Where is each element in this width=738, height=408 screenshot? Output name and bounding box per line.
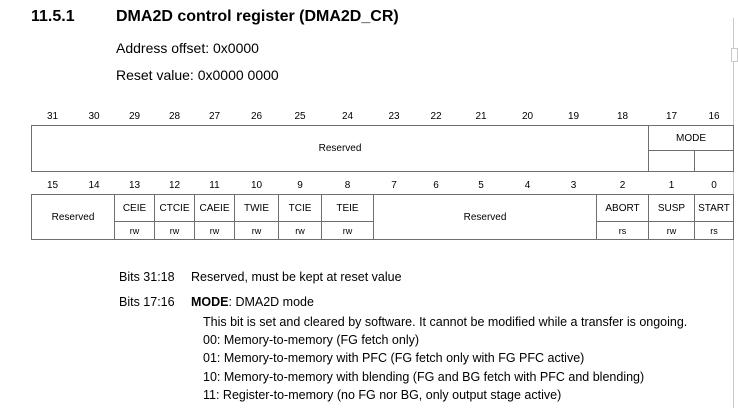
access-susp: rw — [648, 221, 695, 240]
field-tcie: TCIE — [278, 194, 322, 222]
scroll-marker[interactable] — [731, 48, 738, 62]
bit-number: 3 — [570, 180, 577, 191]
bits-17-16-label: Bits 17:16 — [119, 295, 175, 309]
bit-number: 23 — [388, 111, 400, 122]
access-tcie: rw — [278, 221, 322, 240]
register-table-low: 15 14 13 12 11 10 9 8 7 6 5 4 3 2 1 0 Re… — [31, 177, 734, 240]
mode-value-11: 11: Register-to-memory (no FG nor BG, on… — [203, 388, 562, 402]
mode-note: This bit is set and cleared by software.… — [203, 315, 688, 329]
field-mode: MODE — [648, 125, 734, 151]
bit-number: 29 — [128, 111, 141, 122]
field-mode-bit16 — [694, 150, 734, 172]
bit-number: 4 — [524, 180, 531, 191]
mode-value-10: 10: Memory-to-memory with blending (FG a… — [203, 370, 645, 384]
reserved-field-high: Reserved — [31, 125, 649, 172]
bit-number: 8 — [344, 180, 351, 191]
bits-31-18-label: Bits 31:18 — [119, 270, 175, 284]
reserved-field-low-mid: Reserved — [373, 194, 597, 240]
bit-number: 21 — [475, 111, 487, 122]
field-start: START — [694, 194, 734, 222]
bit-number: 25 — [294, 111, 306, 122]
bit-number: 28 — [168, 111, 181, 122]
field-ceie: CEIE — [114, 194, 155, 222]
register-table-high: 31 30 29 28 27 26 25 24 23 22 21 20 19 1… — [31, 108, 734, 172]
reserved-field-low-left: Reserved — [31, 194, 115, 240]
field-desc-mode: : DMA2D mode — [228, 295, 314, 309]
bit-number: 0 — [711, 180, 717, 191]
bits-17-16-heading: MODE: DMA2D mode — [191, 295, 314, 309]
section-title: DMA2D control register (DMA2D_CR) — [116, 8, 399, 25]
bit-number: 16 — [708, 111, 720, 122]
bit-number: 7 — [391, 180, 397, 191]
field-mode-bit17 — [648, 150, 695, 172]
bit-number: 17 — [665, 111, 678, 122]
bit-number: 26 — [250, 111, 263, 122]
bit-number: 6 — [433, 180, 439, 191]
bit-number: 30 — [88, 111, 100, 122]
bit-number-row: 15 14 13 12 11 10 9 8 7 6 5 4 3 2 1 0 — [32, 177, 734, 195]
field-teie: TEIE — [321, 194, 374, 222]
bits-31-18-text: Reserved, must be kept at reset value — [191, 270, 402, 284]
bit-number: 9 — [297, 180, 303, 191]
access-abort: rs — [596, 221, 649, 240]
bit-number: 13 — [128, 180, 141, 191]
bit-number: 20 — [521, 111, 534, 122]
page-edge-line — [733, 18, 734, 408]
bit-number: 22 — [430, 111, 442, 122]
mode-value-00: 00: Memory-to-memory (FG fetch only) — [203, 333, 420, 347]
mode-value-01: 01: Memory-to-memory with PFC (FG fetch … — [203, 351, 585, 365]
field-caeie: CAEIE — [194, 194, 235, 222]
access-start: rs — [694, 221, 734, 240]
bit-number: 18 — [616, 111, 629, 122]
access-teie: rw — [321, 221, 374, 240]
section-number: 11.5.1 — [31, 8, 75, 25]
bit-number: 27 — [208, 111, 221, 122]
bit-number: 11 — [209, 180, 220, 191]
field-ctcie: CTCIE — [154, 194, 195, 222]
field-twie: TWIE — [234, 194, 279, 222]
bit-number: 5 — [478, 180, 484, 191]
access-caeie: rw — [194, 221, 235, 240]
bit-number: 19 — [567, 111, 580, 122]
bit-number: 15 — [46, 180, 59, 191]
bit-number: 31 — [46, 111, 59, 122]
bit-number-row: 31 30 29 28 27 26 25 24 23 22 21 20 19 1… — [32, 108, 734, 126]
reset-value: Reset value: 0x0000 0000 — [116, 67, 279, 83]
bit-number: 12 — [168, 180, 181, 191]
access-twie: rw — [234, 221, 279, 240]
bit-number: 10 — [250, 180, 263, 191]
field-name-mode: MODE — [191, 295, 229, 309]
access-ceie: rw — [114, 221, 155, 240]
bit-number: 1 — [668, 180, 675, 191]
bit-number: 24 — [341, 111, 354, 122]
address-offset: Address offset: 0x0000 — [116, 40, 259, 56]
field-susp: SUSP — [648, 194, 695, 222]
access-ctcie: rw — [154, 221, 195, 240]
bit-number: 2 — [619, 180, 626, 191]
bit-number: 14 — [88, 180, 100, 191]
field-abort: ABORT — [596, 194, 649, 222]
